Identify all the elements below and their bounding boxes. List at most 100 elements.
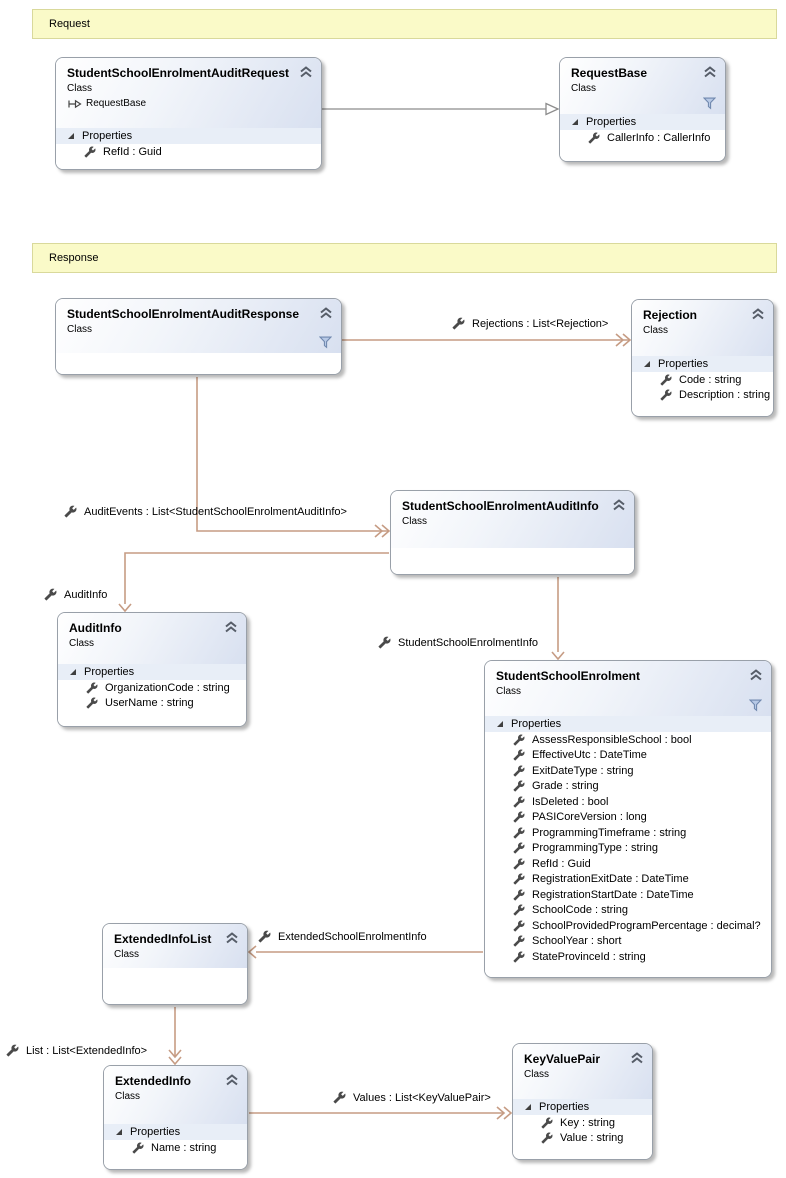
- property-row[interactable]: RegistrationExitDate : DateTime: [485, 872, 771, 888]
- property-row[interactable]: RefId : Guid: [485, 856, 771, 872]
- class-studentschoolenrolmentauditrequest[interactable]: StudentSchoolEnrolmentAuditRequest Class…: [55, 57, 322, 170]
- property-row[interactable]: Code : string: [632, 372, 773, 388]
- collapse-chevron-icon[interactable]: [612, 499, 626, 511]
- class-extendedinfo[interactable]: ExtendedInfo Class Properties Name : str…: [103, 1065, 248, 1170]
- property-row[interactable]: CallerInfo : CallerInfo: [560, 130, 725, 146]
- property-row[interactable]: EffectiveUtc : DateTime: [485, 748, 771, 764]
- association-label-auditevents[interactable]: AuditEvents : List<StudentSchoolEnrolmen…: [64, 505, 347, 518]
- property-label: Name : string: [151, 1141, 217, 1154]
- properties-section-header[interactable]: Properties: [56, 128, 321, 144]
- banner-label: Request: [49, 18, 90, 30]
- class-studentschoolenrolment[interactable]: StudentSchoolEnrolment Class Properties …: [484, 660, 772, 978]
- class-title: ExtendedInfo: [115, 1074, 192, 1088]
- class-requestbase[interactable]: RequestBase Class Properties CallerInfo …: [559, 57, 726, 162]
- property-label: StateProvinceId : string: [532, 950, 646, 963]
- property-row[interactable]: SchoolCode : string: [485, 903, 771, 919]
- wrench-icon: [513, 811, 525, 823]
- property-row[interactable]: ProgrammingType : string: [485, 841, 771, 857]
- association-label-values[interactable]: Values : List<KeyValuePair>: [333, 1091, 491, 1104]
- association-label-extendedschoolenrolmentinfo[interactable]: ExtendedSchoolEnrolmentInfo: [258, 930, 427, 943]
- wrench-icon: [541, 1117, 553, 1129]
- association-label-text: ExtendedSchoolEnrolmentInfo: [278, 930, 427, 943]
- property-row[interactable]: RegistrationStartDate : DateTime: [485, 887, 771, 903]
- wrench-icon: [44, 588, 57, 601]
- association-label-text: AuditInfo: [64, 588, 108, 601]
- class-studentschoolenrolmentauditresponse[interactable]: StudentSchoolEnrolmentAuditResponse Clas…: [55, 298, 342, 375]
- property-row[interactable]: UserName : string: [58, 696, 246, 712]
- property-label: RefId : Guid: [532, 857, 591, 870]
- group-banner-request[interactable]: Request: [32, 9, 777, 39]
- collapse-chevron-icon[interactable]: [319, 307, 333, 319]
- collapse-chevron-icon[interactable]: [749, 669, 763, 681]
- class-auditinfo[interactable]: AuditInfo Class Properties OrganizationC…: [57, 612, 247, 727]
- expander-triangle-icon: [497, 721, 503, 727]
- class-rejection[interactable]: Rejection Class Properties Code : string…: [631, 299, 774, 417]
- property-row[interactable]: PASICoreVersion : long: [485, 810, 771, 826]
- properties-label: Properties: [130, 1126, 181, 1138]
- collapse-chevron-icon[interactable]: [299, 66, 313, 78]
- property-row[interactable]: IsDeleted : bool: [485, 794, 771, 810]
- wrench-icon: [660, 374, 672, 386]
- group-banner-response[interactable]: Response: [32, 243, 777, 273]
- association-connector-auditevents[interactable]: [196, 377, 388, 532]
- collapse-chevron-icon[interactable]: [225, 932, 239, 944]
- properties-section-header[interactable]: Properties: [104, 1124, 247, 1140]
- filter-icon[interactable]: [319, 336, 332, 349]
- arrowhead-icon: [381, 524, 391, 538]
- property-row[interactable]: RefId : Guid: [56, 144, 321, 160]
- filter-icon[interactable]: [749, 699, 762, 712]
- class-body: [632, 403, 773, 416]
- property-row[interactable]: StateProvinceId : string: [485, 949, 771, 965]
- wrench-icon: [452, 317, 465, 330]
- class-keyvaluepair[interactable]: KeyValuePair Class Properties Key : stri…: [512, 1043, 653, 1160]
- collapse-chevron-icon[interactable]: [225, 1074, 239, 1086]
- property-label: Description : string: [679, 389, 771, 402]
- property-row[interactable]: Description : string: [632, 388, 773, 404]
- class-studentschoolenrolmentauditinfo[interactable]: StudentSchoolEnrolmentAuditInfo Class: [390, 490, 635, 575]
- class-title: StudentSchoolEnrolmentAuditResponse: [67, 307, 300, 321]
- properties-section-header[interactable]: Properties: [632, 356, 773, 372]
- association-label-rejections[interactable]: Rejections : List<Rejection>: [452, 317, 608, 330]
- property-row[interactable]: SchoolProvidedProgramPercentage : decima…: [485, 918, 771, 934]
- properties-label: Properties: [82, 130, 133, 142]
- property-row[interactable]: Grade : string: [485, 779, 771, 795]
- properties-section-header[interactable]: Properties: [513, 1099, 652, 1115]
- property-row[interactable]: AssessResponsibleSchool : bool: [485, 732, 771, 748]
- property-row[interactable]: Name : string: [104, 1140, 247, 1156]
- property-row[interactable]: ProgrammingTimeframe : string: [485, 825, 771, 841]
- wrench-icon: [513, 734, 525, 746]
- filter-icon[interactable]: [703, 97, 716, 110]
- wrench-icon: [132, 1142, 144, 1154]
- property-label: Code : string: [679, 373, 742, 386]
- association-label-auditinfo[interactable]: AuditInfo: [44, 588, 107, 601]
- arrowhead-icon: [503, 1106, 513, 1120]
- class-kind: Class: [402, 516, 428, 527]
- properties-section-header[interactable]: Properties: [58, 664, 246, 680]
- property-label: SchoolCode : string: [532, 904, 628, 917]
- property-row[interactable]: ExitDateType : string: [485, 763, 771, 779]
- association-connector-auditinfo[interactable]: [124, 552, 389, 604]
- collapse-chevron-icon[interactable]: [224, 621, 238, 633]
- properties-section-header[interactable]: Properties: [560, 114, 725, 130]
- class-body: [104, 1155, 247, 1169]
- collapse-chevron-icon[interactable]: [703, 66, 717, 78]
- properties-section-header[interactable]: Properties: [485, 716, 771, 732]
- property-row[interactable]: SchoolYear : short: [485, 934, 771, 950]
- class-kind: Class: [496, 686, 522, 697]
- property-row[interactable]: Value : string: [513, 1131, 652, 1147]
- class-extendedinfolist[interactable]: ExtendedInfoList Class: [102, 923, 248, 1005]
- property-row[interactable]: Key : string: [513, 1115, 652, 1131]
- collapse-chevron-icon[interactable]: [630, 1052, 644, 1064]
- collapse-chevron-icon[interactable]: [751, 308, 765, 320]
- property-row[interactable]: OrganizationCode : string: [58, 680, 246, 696]
- class-header: ExtendedInfoList Class: [103, 924, 247, 968]
- association-label-studentschoolenrolmentinfo[interactable]: StudentSchoolEnrolmentInfo: [378, 636, 538, 649]
- class-header: StudentSchoolEnrolmentAuditInfo Class: [391, 491, 634, 548]
- association-label-list[interactable]: List : List<ExtendedInfo>: [6, 1044, 147, 1057]
- class-header: Rejection Class: [632, 300, 773, 356]
- properties-list: RefId : Guid: [56, 144, 321, 160]
- wrench-icon: [86, 682, 98, 694]
- arrowhead-icon: [622, 333, 632, 347]
